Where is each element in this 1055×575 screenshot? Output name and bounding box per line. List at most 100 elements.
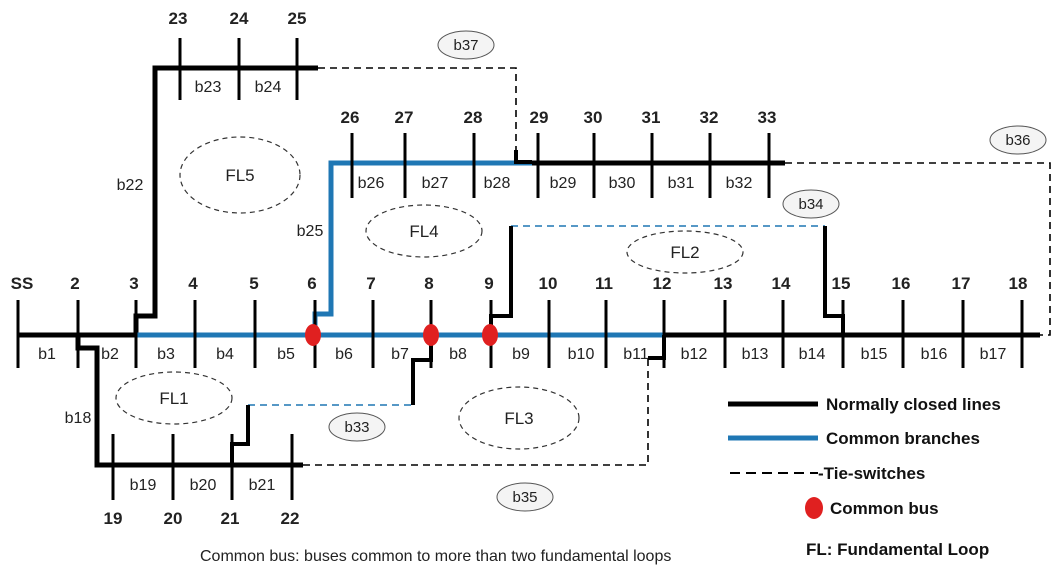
bus-label: 15 — [832, 274, 851, 293]
bus-label: 31 — [642, 108, 661, 127]
bus-label: 24 — [230, 9, 249, 28]
branch-label: b23 — [195, 79, 222, 96]
branch-label: b21 — [249, 477, 276, 494]
bus-label: 25 — [288, 9, 307, 28]
branch-label: b10 — [568, 346, 595, 363]
tie-switch-b33: b33 — [328, 412, 386, 442]
loop-fl4: FL4 — [365, 204, 483, 258]
bus-label: 5 — [249, 274, 258, 293]
branch-label: b7 — [391, 346, 409, 363]
bus-label: 4 — [188, 274, 198, 293]
bus-label: 11 — [595, 274, 613, 293]
bus-label: 29 — [530, 108, 549, 127]
bus-label: 2 — [70, 274, 79, 293]
tie-switch-lines-blue — [248, 225, 825, 406]
loop-fl1: FL1 — [115, 371, 233, 425]
bus-label: 10 — [539, 274, 558, 293]
branch-label: b16 — [921, 346, 948, 363]
bus-label: 20 — [164, 509, 183, 528]
bus-label: 26 — [341, 108, 360, 127]
bus-label: 9 — [484, 274, 493, 293]
caption: Common bus: buses common to more than tw… — [200, 548, 671, 565]
branch-label: b30 — [609, 175, 636, 192]
bus-label: 18 — [1009, 274, 1028, 293]
bus-label: 12 — [653, 274, 672, 293]
bus-label: 19 — [104, 509, 123, 528]
bus-label: 16 — [892, 274, 911, 293]
bus-label: 32 — [700, 108, 719, 127]
common-bus-8 — [423, 324, 439, 346]
branch-label: b28 — [484, 175, 511, 192]
branch-label: b5 — [277, 346, 295, 363]
branch-label: b32 — [726, 175, 753, 192]
bus-label: 21 — [221, 509, 240, 528]
branch-label: b18 — [65, 410, 92, 427]
branch-label: b12 — [681, 346, 708, 363]
branch-label: b25 — [297, 223, 324, 240]
branch-label: b1 — [38, 346, 56, 363]
branch-label: b2 — [101, 346, 119, 363]
svg-text:FL1: FL1 — [159, 389, 188, 408]
branch-label: b20 — [190, 477, 217, 494]
bus-label: 8 — [424, 274, 433, 293]
legend-fl-label: FL: Fundamental Loop — [806, 540, 989, 559]
common-bus-markers — [305, 324, 498, 346]
legend-tie-label: -Tie-switches — [818, 464, 925, 483]
bus-label: 14 — [772, 274, 791, 293]
bus-label: 3 — [129, 274, 138, 293]
bus-label: 7 — [366, 274, 375, 293]
loop-fl2: FL2 — [626, 230, 744, 274]
bus-label: 6 — [307, 274, 316, 293]
branch-label: b11 — [623, 346, 649, 363]
branch-label: b22 — [117, 177, 144, 194]
loop-fl3: FL3 — [458, 386, 580, 450]
bus-label: 30 — [584, 108, 603, 127]
bus-label: 27 — [395, 108, 414, 127]
legend-normal-label: Normally closed lines — [826, 395, 1001, 414]
branch-label: b27 — [422, 175, 449, 192]
branch-labels: b1 b2 b3 b4 b5 b6 b7 b8 b9 b10 b11 b12 b… — [38, 79, 1006, 494]
bus-label: 28 — [464, 108, 483, 127]
bus-label: 13 — [714, 274, 733, 293]
branch-label: b9 — [512, 346, 530, 363]
branch-label: b3 — [157, 346, 175, 363]
legend-common-bus-swatch — [805, 497, 823, 519]
svg-text:FL5: FL5 — [225, 166, 254, 185]
bus-label: 23 — [169, 9, 188, 28]
fundamental-loops: FL1 FL2 FL3 FL4 FL5 — [115, 136, 744, 450]
svg-text:FL4: FL4 — [409, 222, 438, 241]
tie-switch-labels: b33 b34 b35 b36 b37 — [328, 30, 1047, 512]
branch-label: b29 — [550, 175, 577, 192]
svg-text:FL2: FL2 — [670, 243, 699, 262]
bus-label: SS — [11, 274, 34, 293]
svg-text:b35: b35 — [512, 489, 537, 506]
branch-label: b24 — [255, 79, 282, 96]
common-branches — [136, 160, 664, 338]
bus-label: 33 — [758, 108, 777, 127]
bus-labels: SS 2 3 4 5 6 7 8 9 10 11 12 13 14 15 16 … — [11, 9, 1028, 528]
tie-switch-b37: b37 — [437, 30, 495, 60]
branch-label: b4 — [216, 346, 234, 363]
loop-fl5: FL5 — [179, 136, 301, 214]
svg-text:b36: b36 — [1005, 132, 1030, 149]
tie-switch-b35: b35 — [496, 482, 554, 512]
branch-label: b26 — [358, 175, 385, 192]
svg-text:FL3: FL3 — [504, 409, 533, 428]
legend: Normally closed lines Common branches -T… — [728, 395, 1001, 559]
branch-label: b6 — [335, 346, 353, 363]
bus-ticks — [16, 38, 1024, 500]
common-bus-6 — [305, 324, 321, 346]
branch-label: b15 — [861, 346, 888, 363]
svg-text:b37: b37 — [453, 37, 478, 54]
branch-label: b13 — [742, 346, 769, 363]
branch-label: b31 — [668, 175, 695, 192]
branch-label: b14 — [799, 346, 826, 363]
svg-text:b33: b33 — [344, 419, 369, 436]
bus-label: 22 — [281, 509, 300, 528]
svg-text:b34: b34 — [798, 196, 823, 213]
common-bus-9 — [482, 324, 498, 346]
tie-switch-lines — [303, 67, 1051, 466]
branch-label: b19 — [130, 477, 157, 494]
legend-common-label: Common branches — [826, 429, 980, 448]
